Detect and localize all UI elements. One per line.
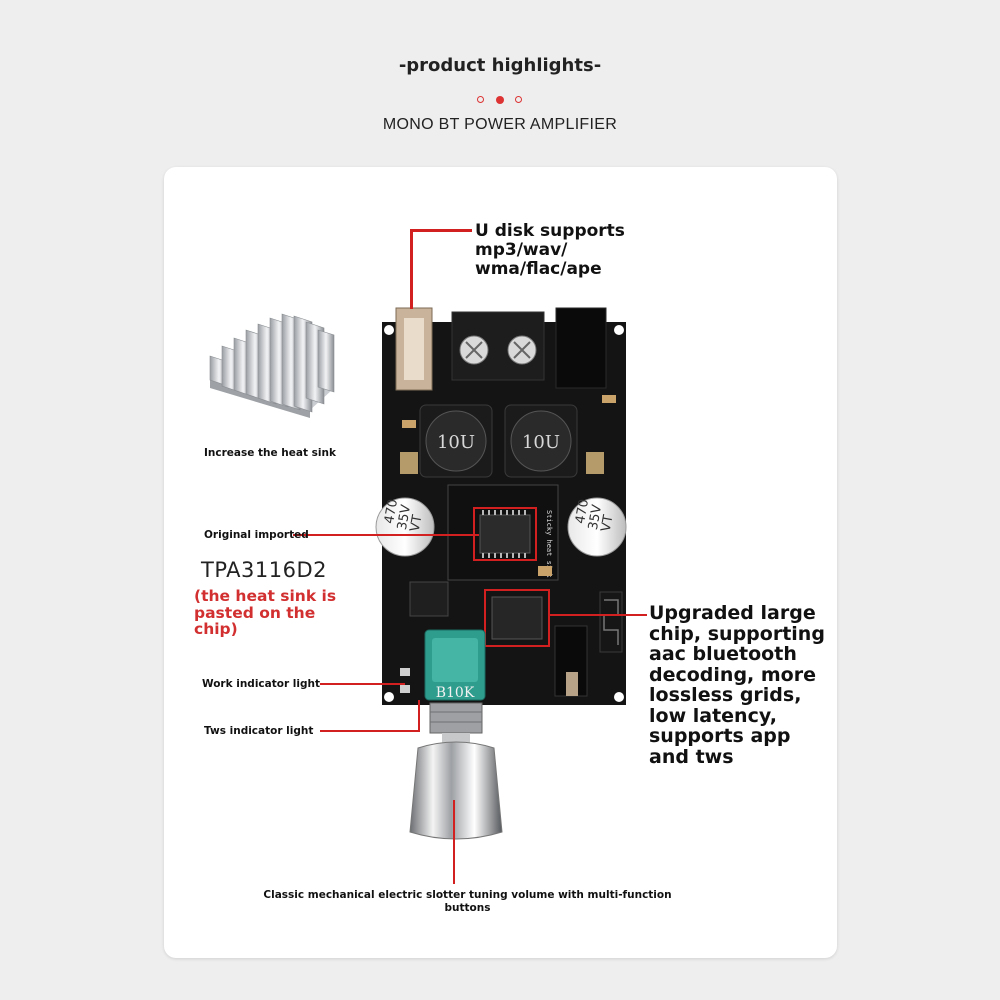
callout-line-tws bbox=[320, 730, 418, 732]
carousel-dot-active bbox=[496, 96, 504, 104]
capacitor-label: VT bbox=[408, 514, 426, 533]
callout-line-tws bbox=[418, 700, 420, 732]
callout-line-usb bbox=[410, 229, 472, 232]
original-callout: Original imported bbox=[204, 529, 309, 541]
capacitor-label: 35V bbox=[395, 503, 414, 531]
capacitor-label: 35V bbox=[586, 503, 605, 531]
work-light-callout: Work indicator light bbox=[202, 678, 321, 690]
inductor-label: 10U bbox=[522, 432, 560, 453]
callout-line-usb bbox=[410, 229, 413, 309]
heatsink-callout: Increase the heat sink bbox=[204, 447, 336, 459]
volume-knob-image bbox=[409, 702, 503, 840]
callout-line-bt bbox=[549, 614, 647, 616]
chip-name: TPA3116D2 bbox=[201, 558, 327, 582]
knob-callout: Classic mechanical electric slotter tuni… bbox=[263, 889, 672, 914]
callout-line-original bbox=[293, 534, 479, 536]
capacitor-label: 470 bbox=[382, 498, 401, 525]
callout-line-work bbox=[320, 683, 405, 685]
capacitor-label: VT bbox=[599, 514, 617, 533]
capacitor-label: 470 bbox=[573, 498, 592, 525]
amplifier-board-image: 10U 10U 470 35V VT 470 35V VT S bbox=[375, 307, 627, 705]
heat-sink-sticker: Sticky heat sink bbox=[545, 510, 553, 578]
page-subtitle: MONO BT POWER AMPLIFIER bbox=[382, 116, 618, 133]
inductor-label: 10U bbox=[437, 432, 475, 453]
page-title: -product highlights- bbox=[398, 55, 602, 76]
callout-line-knob bbox=[453, 800, 455, 884]
tws-light-callout: Tws indicator light bbox=[204, 725, 314, 737]
potentiometer-label: B10K bbox=[436, 685, 475, 701]
carousel-dot bbox=[515, 96, 522, 103]
carousel-dot bbox=[477, 96, 484, 103]
heat-sink-image bbox=[209, 313, 335, 418]
